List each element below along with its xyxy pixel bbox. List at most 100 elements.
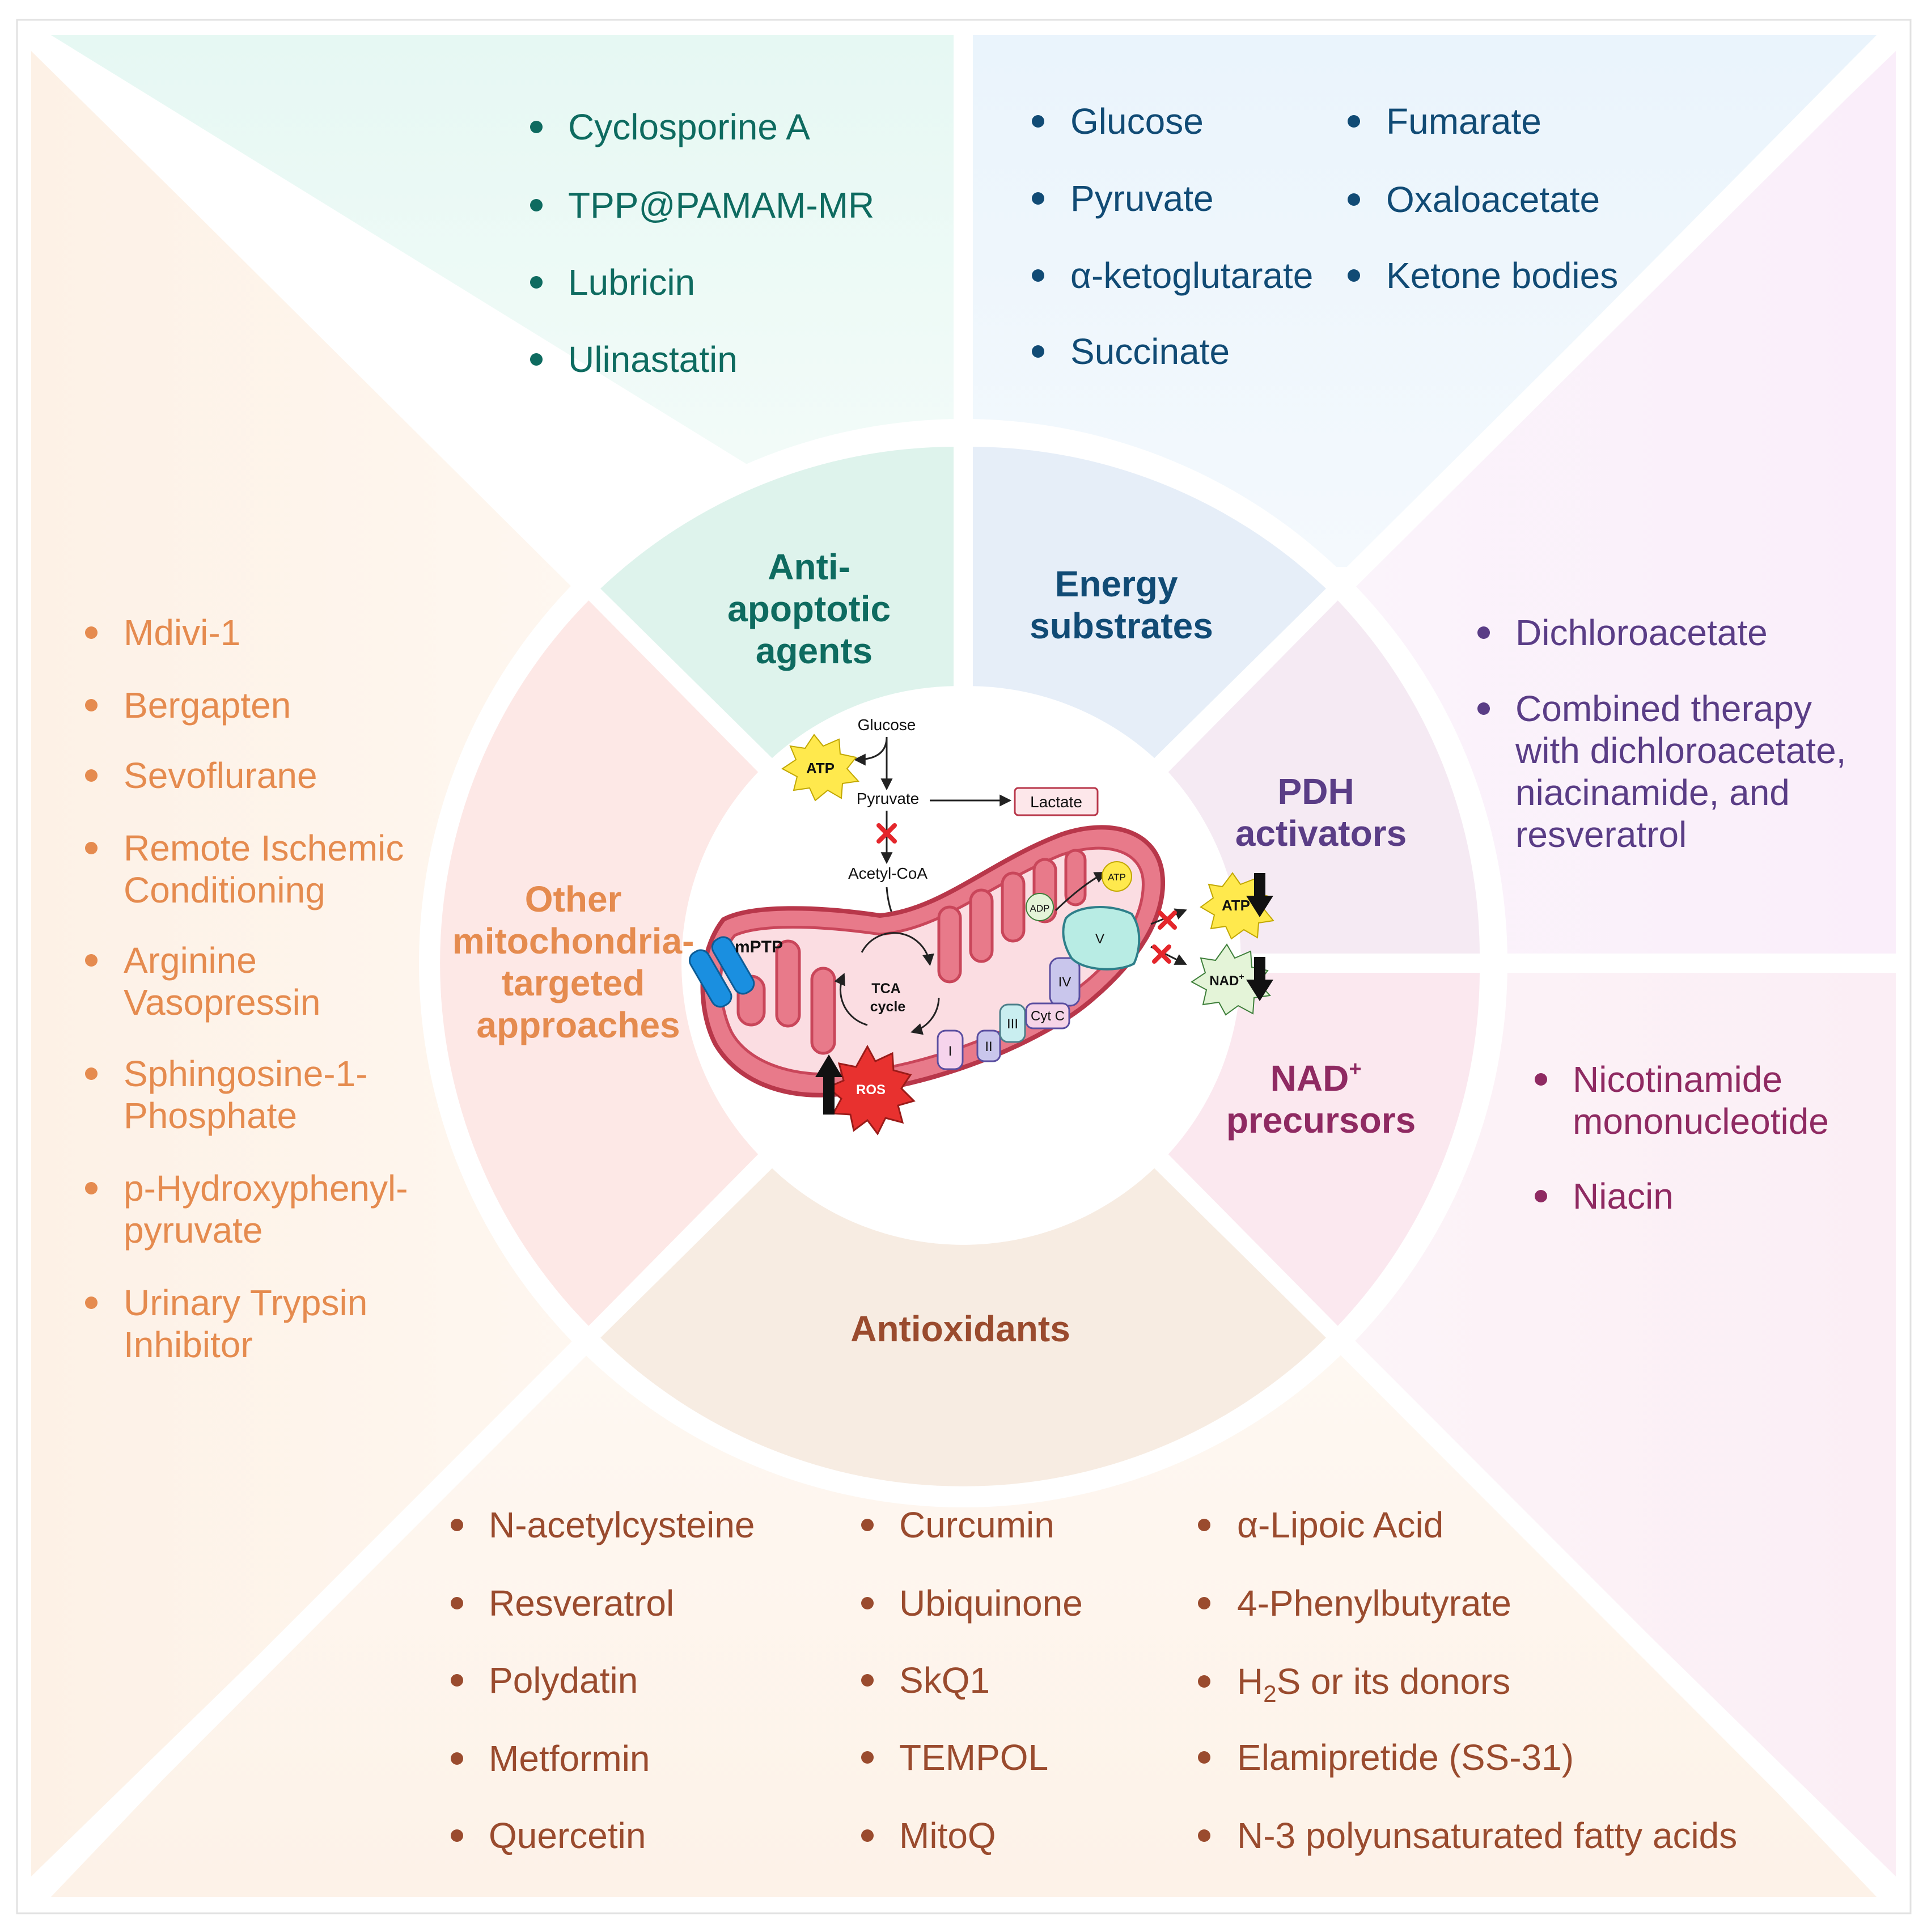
list-item: Ubiquinone (899, 1583, 1083, 1624)
list-item: N-acetylcysteine (489, 1505, 755, 1545)
list-item: Niacin (1573, 1176, 1674, 1217)
atp-burst-icon (781, 734, 860, 802)
svg-text:IV: IV (1058, 975, 1072, 990)
adp-bubble (1026, 893, 1054, 921)
list-item: Fumarate (1386, 101, 1541, 142)
list-item: Urinary Trypsin Inhibitor (124, 1282, 378, 1365)
anti-apoptotic-title: Anti- apoptotic agents (727, 546, 901, 671)
etc-complexes: I II III IV Cyt C V (937, 906, 1141, 1070)
lactate-box (1014, 787, 1099, 816)
glucose-label: Glucose (858, 716, 916, 734)
svg-text:ATP: ATP (1108, 872, 1126, 883)
ring-other-approaches (440, 600, 759, 1326)
list-item: Oxaloacetate (1386, 179, 1600, 220)
ring-pdh-activators (1168, 600, 1480, 954)
ring-anti-apoptotic (600, 447, 954, 759)
pyruvate-label: Pyruvate (857, 790, 920, 807)
svg-text:V: V (1095, 931, 1104, 947)
tca-cycle-label: TCA cycle (870, 981, 906, 1015)
atp-output-blocked-icon (1158, 910, 1177, 930)
other-approaches-title: Other mitochondria- targeted approaches (452, 879, 704, 1045)
nad-output-blocked-icon (1152, 944, 1171, 964)
ring-antioxidants (600, 1168, 1326, 1486)
blocked-cross-icon (876, 823, 897, 844)
antioxidants-title: Antioxidants (850, 1308, 1070, 1349)
complex-v (1062, 906, 1141, 971)
svg-text:Cyt C: Cyt C (1031, 1009, 1065, 1024)
svg-text:I: I (948, 1044, 952, 1059)
list-item: H2S or its donors (1237, 1661, 1510, 1707)
other-approaches-list: Mdivi-1 Bergapten Sevoflurane Remote Isc… (85, 612, 418, 1365)
lactate-label: Lactate (1030, 793, 1082, 811)
list-item: α-Lipoic Acid (1237, 1505, 1443, 1545)
list-item: Cyclosporine A (568, 107, 810, 147)
energy-substrates-list: Glucose Pyruvate α-ketoglutarate Succina… (1032, 101, 1618, 372)
list-item: Ketone bodies (1386, 255, 1618, 296)
list-item: 4-Phenylbutyrate (1237, 1583, 1511, 1624)
list-item: SkQ1 (899, 1660, 990, 1701)
atp-output-label: ATP (1222, 897, 1250, 914)
panel-energy-substrates (973, 35, 1877, 567)
list-item: Nicotinamide mononucleotide (1573, 1059, 1829, 1142)
list-item: Remote Ischemic Conditioning (124, 828, 414, 910)
panel-nad-precursors (1333, 973, 1896, 1876)
list-item: Sevoflurane (124, 755, 317, 796)
list-item: Dichloroacetate (1515, 612, 1768, 653)
list-item: Mdivi-1 (124, 612, 240, 653)
complex-i (937, 1029, 964, 1070)
ros-increase-arrow-icon (815, 1054, 842, 1115)
panel-pdh-activators (1333, 51, 1896, 954)
energy-substrates-title: Energy substrates (1030, 564, 1213, 646)
list-item: TPP@PAMAM-MR (568, 185, 874, 226)
center-illustration: Glucose Pyruvate Lactate Acetyl-CoA ATP (688, 716, 1274, 1136)
nad-output-label: NAD+ (1209, 972, 1244, 989)
list-item: Combined therapy with dichloroacetate, n… (1515, 688, 1856, 855)
list-item: N-3 polyunsaturated fatty acids (1237, 1815, 1737, 1856)
list-item: Elamipretide (SS-31) (1237, 1737, 1574, 1778)
list-item: Lubricin (568, 262, 695, 303)
list-item: Metformin (489, 1738, 650, 1779)
atp-bubble (1102, 861, 1132, 892)
anti-apoptotic-list: Cyclosporine A TPP@PAMAM-MR Lubricin Uli… (530, 107, 874, 380)
atp-decrease-arrow-icon (1246, 873, 1273, 917)
list-item: Sphingosine-1- Phosphate (124, 1053, 378, 1136)
list-item: p-Hydroxyphenyl- pyruvate (124, 1168, 418, 1251)
nad-decrease-arrow-icon (1246, 957, 1273, 1001)
nad-precursors-list: Nicotinamide mononucleotide Niacin (1535, 1059, 1829, 1217)
list-item: Arginine Vasopressin (124, 940, 320, 1023)
list-item: Succinate (1070, 331, 1230, 372)
ring-nad-precursors (1168, 973, 1480, 1326)
list-item: Resveratrol (489, 1583, 674, 1624)
pdh-activators-title: PDH activators (1235, 771, 1407, 854)
atp-label: ATP (806, 760, 835, 777)
antioxidants-list: N-acetylcysteine Resveratrol Polydatin M… (451, 1505, 1737, 1856)
list-item: Curcumin (899, 1505, 1054, 1545)
complex-ii (976, 1029, 1001, 1062)
mptp-channel-icon (688, 936, 755, 1008)
svg-text:III: III (1007, 1016, 1018, 1032)
list-item: Quercetin (489, 1815, 646, 1856)
svg-text:ADP: ADP (1030, 903, 1050, 914)
cyt-c-box (1025, 1002, 1070, 1029)
list-item: Bergapten (124, 685, 291, 726)
list-item: Glucose (1070, 101, 1204, 142)
mptp-label: mPTP (735, 938, 783, 956)
list-item: Polydatin (489, 1660, 638, 1701)
ros-label: ROS (856, 1082, 886, 1098)
panel-antioxidants-outer (51, 1344, 1877, 1897)
nad-output-burst-icon (1191, 943, 1272, 1016)
complex-iii (999, 1003, 1026, 1043)
acetyl-coa-label: Acetyl-CoA (848, 865, 927, 882)
nad-precursors-title: NAD+ precursors (1226, 1043, 1416, 1141)
ros-burst-icon (826, 1044, 916, 1136)
list-item: TEMPOL (899, 1737, 1048, 1778)
list-item: Ulinastatin (568, 339, 738, 380)
panel-anti-apoptotic (51, 35, 955, 592)
pdh-activators-list: Dichloroacetate Combined therapy with di… (1477, 612, 1856, 855)
ring-energy-substrates (973, 447, 1326, 759)
list-item: α-ketoglutarate (1070, 255, 1313, 296)
list-item: Pyruvate (1070, 178, 1214, 219)
svg-text:II: II (985, 1039, 992, 1054)
list-item: MitoQ (899, 1815, 996, 1856)
